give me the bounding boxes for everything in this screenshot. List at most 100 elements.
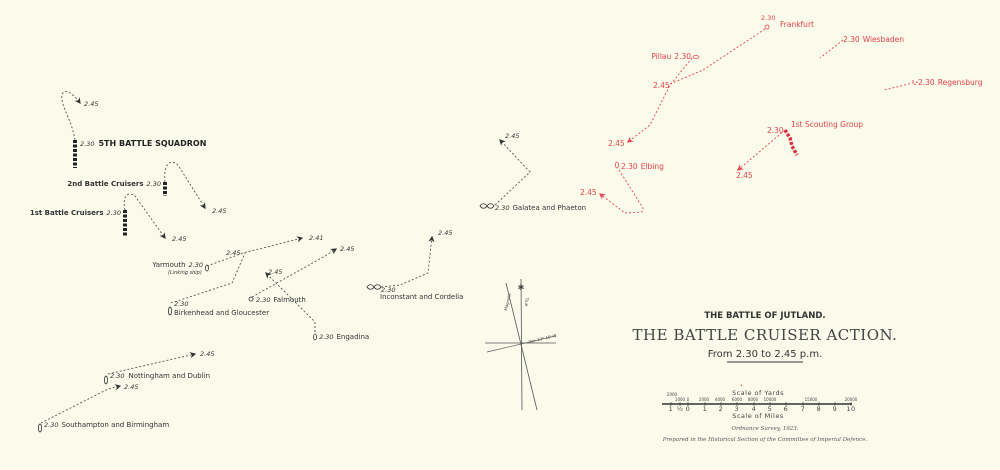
unit-label: Inconstant and Cordelia [380, 293, 463, 301]
yards-tick-label: 1000 [675, 397, 686, 402]
true-north-line [520, 278, 523, 411]
time-label: 2.30 [256, 296, 270, 304]
yards-tick-label: 8000 [748, 397, 759, 402]
ship-icon [479, 203, 495, 209]
unit-label: Elbing [641, 162, 664, 171]
star-icon: ✱ [518, 283, 525, 292]
unit-label: Regensburg [938, 78, 983, 87]
time-label: 2.30 [767, 126, 784, 135]
ship-icon [38, 423, 42, 433]
variation-label: Var. 13° 15' W [528, 333, 557, 344]
yards-scale-label: Scale of Yards [732, 389, 784, 397]
time-label: 2.30 [843, 35, 860, 44]
unit-label: 2nd Battle Cruisers [67, 180, 143, 188]
unit-note: (Linking ship) [168, 270, 202, 276]
magnetic-east-west-line [486, 335, 556, 353]
time-label: 2.30 [381, 286, 395, 294]
track-line [380, 235, 435, 288]
ship-icon [615, 161, 619, 169]
unit-label: Galatea and Phaeton [512, 204, 586, 212]
miles-tick-label: 1 [703, 405, 708, 413]
yarmouth-track: Yarmouth 2.30 (Linking ship) 2.45 2.41 [151, 234, 323, 276]
track-line [737, 129, 786, 171]
title-block: THE BATTLE OF JUTLAND. THE BATTLE CRUISE… [633, 311, 898, 363]
yards-tick-label: 2000 [699, 397, 710, 402]
time-label: 2.45 [653, 81, 670, 90]
time-label: 2.30 [189, 261, 203, 269]
time-label: 2.45 [580, 188, 597, 197]
miles-tick-label: 1 [669, 405, 674, 413]
compass-rose: ✱ True Magnetic Var. 13° 15' W [485, 278, 557, 411]
unit-label: Falmouth [273, 296, 305, 304]
time-label: 2.45 [608, 139, 625, 148]
track-line [164, 161, 206, 210]
ship-icon [692, 55, 700, 59]
miles-tick-label: 7 [801, 405, 806, 413]
miles-tick-label: 3 [735, 405, 740, 413]
inconstant-track: 2.30 Inconstant and Cordelia 2.45 [366, 229, 463, 301]
miles-tick-label: 6 [784, 405, 789, 413]
time-label: 2.41 [309, 234, 323, 242]
track-line [123, 193, 166, 240]
miles-tick-label: 2 [719, 405, 724, 413]
unit-label-line: Yarmouth 2.30 [151, 261, 203, 269]
time-label: 2.45 [124, 383, 138, 391]
track-line [265, 272, 316, 332]
track-line [669, 28, 766, 85]
ship-icon [205, 264, 209, 272]
track-line [206, 236, 304, 267]
unit-label: Wiesbaden [863, 35, 905, 44]
miles-tick-label: 5 [768, 405, 773, 413]
true-label: True [524, 297, 529, 307]
time-label: 2.45 [736, 171, 753, 180]
track-line [494, 139, 531, 206]
time-label: 2.45 [200, 350, 214, 358]
yards-tick-label: 20000 [845, 397, 858, 402]
unit-label: Frankfurt [780, 20, 814, 29]
unit-label: 1st Scouting Group [791, 120, 863, 129]
time-label: 2.45 [212, 207, 226, 215]
map-title: THE BATTLE CRUISER ACTION. [633, 326, 898, 344]
miles-tick-label: 8 [817, 405, 822, 413]
time-label: 2.45 [340, 245, 354, 253]
scouting-group-track: 2.30 1st Scouting Group 2.45 [736, 120, 863, 180]
magnetic-north-line [505, 282, 538, 411]
track-line [627, 57, 693, 143]
dot-mark: • [740, 383, 743, 389]
track-line [40, 384, 122, 424]
survey-credit: Ordnance Survey, 1923. [731, 426, 798, 432]
ship-icon [764, 24, 770, 30]
ship-icon [168, 306, 172, 316]
time-label: 2.30 [621, 162, 638, 171]
time-label: 2.30 [44, 421, 58, 429]
time-label: 2.45 [438, 229, 452, 237]
unit-label: Yarmouth [151, 261, 185, 269]
track-line [819, 39, 844, 59]
prepared-credit: Prepared in the Historical Section of th… [662, 437, 868, 443]
time-label: 2.45 [226, 249, 240, 257]
frankfurt-track: 2.30 Frankfurt [669, 14, 814, 85]
ship-formation-icon [783, 129, 799, 156]
magnetic-label: Magnetic [503, 292, 512, 311]
yards-tick-label: 15000 [805, 397, 818, 402]
time-label: 2.30 [107, 209, 121, 217]
track-line [61, 91, 81, 141]
track-line [107, 352, 197, 375]
ship-icon [248, 296, 254, 302]
